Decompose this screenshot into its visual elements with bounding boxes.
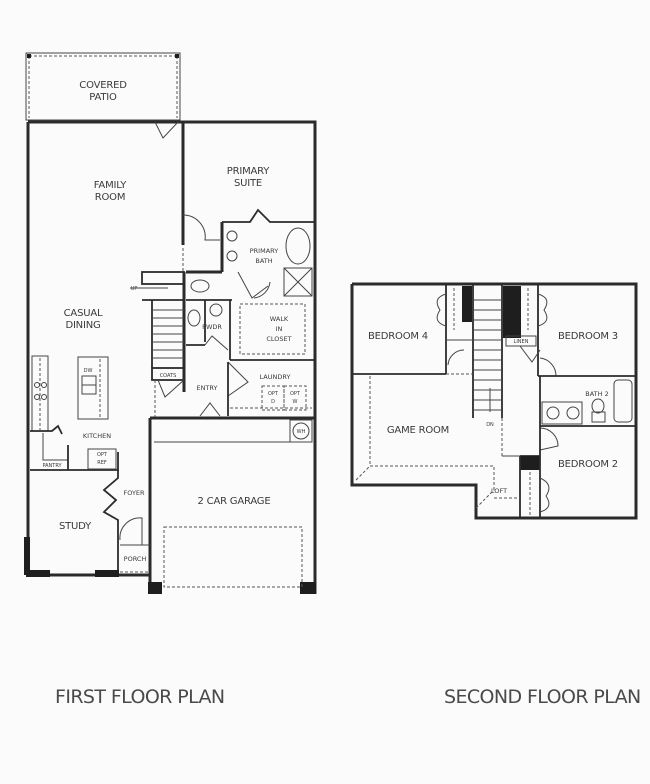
label-water-heater: WH: [297, 429, 306, 435]
room-label-loft: LOFT: [491, 487, 507, 495]
room-label-casual-dining: CASUAL: [64, 308, 103, 319]
label-opt-washer: OPT: [290, 391, 301, 397]
room-label-pantry: PANTRY: [42, 463, 62, 469]
room-label-porch: PORCH: [124, 555, 147, 563]
room-label-kitchen: KITCHEN: [83, 432, 111, 440]
second-floor-labels: BEDROOM 4 BEDROOM 3 LINEN BATH 2 GAME RO…: [368, 331, 618, 495]
label-linen: LINEN: [514, 339, 529, 345]
room-label-laundry: LAUNDRY: [260, 373, 291, 381]
room-label-family-room: ROOM: [95, 192, 126, 203]
room-label-primary-bath: PRIMARY: [250, 247, 279, 255]
room-label-primary-suite: PRIMARY: [227, 166, 271, 177]
second-floor-plan: [350, 282, 638, 520]
first-floor-labels: COVERED PATIO FAMILY ROOM PRIMARY SUITE …: [42, 80, 305, 563]
room-label-covered-patio: COVERED: [79, 80, 127, 91]
room-label-bedroom-2: BEDROOM 2: [558, 459, 618, 470]
room-label-walk-in-closet: IN: [276, 325, 283, 333]
second-floor-title: SECOND FLOOR PLAN: [444, 686, 641, 708]
label-dishwasher: DW: [84, 368, 93, 374]
label-stairs-down: DN: [486, 422, 494, 428]
room-label-game-room: GAME ROOM: [387, 425, 449, 436]
room-label-family-room: FAMILY: [94, 180, 127, 191]
room-label-garage: 2 CAR GARAGE: [198, 496, 271, 507]
label-opt-ref: REF: [97, 460, 107, 466]
label-coats: COATS: [160, 373, 177, 379]
label-opt-dryer: D: [271, 399, 275, 405]
room-label-covered-patio: PATIO: [89, 92, 117, 103]
exterior-wall: [28, 120, 317, 594]
label-stairs-up: UP: [131, 286, 138, 292]
room-label-powder-room: PWDR: [202, 323, 222, 331]
room-label-study: STUDY: [59, 521, 92, 532]
label-opt-ref: OPT: [97, 452, 108, 458]
label-opt-washer: W: [293, 399, 298, 405]
covered-patio-outline: [25, 52, 181, 121]
room-label-entry: ENTRY: [196, 384, 217, 392]
room-label-bedroom-3: BEDROOM 3: [558, 331, 618, 342]
label-opt-dryer: OPT: [268, 391, 279, 397]
second-floor-exterior-wall: [350, 282, 638, 520]
room-label-walk-in-closet: CLOSET: [266, 335, 291, 343]
room-label-bedroom-4: BEDROOM 4: [368, 331, 428, 342]
room-label-foyer: FOYER: [123, 489, 145, 497]
first-floor-title: FIRST FLOOR PLAN: [55, 686, 225, 708]
room-label-walk-in-closet: WALK: [270, 315, 289, 323]
room-label-bath-2: BATH 2: [585, 390, 608, 398]
room-label-primary-bath: BATH: [255, 257, 272, 265]
room-label-casual-dining: DINING: [65, 320, 100, 331]
room-label-primary-suite: SUITE: [234, 178, 262, 189]
first-floor-plan: [24, 52, 317, 594]
